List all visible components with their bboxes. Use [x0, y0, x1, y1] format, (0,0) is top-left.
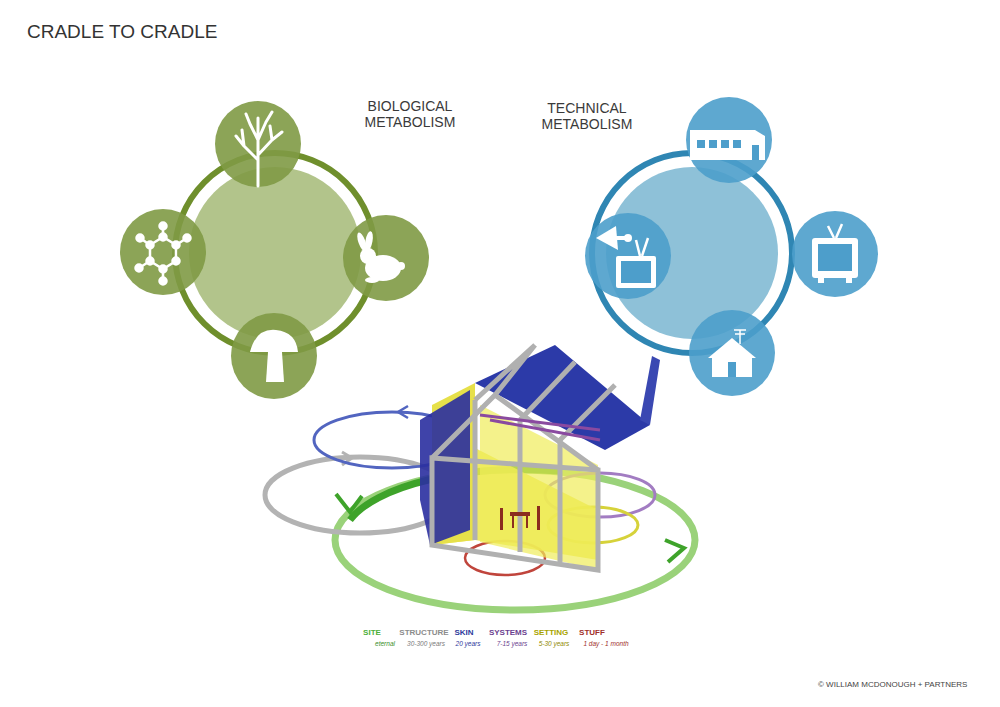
layer-name: SITE [363, 628, 381, 637]
technical-cycle [585, 97, 878, 396]
layer-name: SYSTEMS [489, 628, 527, 637]
building-layers [265, 345, 695, 610]
layer-lifespan: 1 day - 1 month [583, 640, 628, 647]
layer-lifespan: eternal [375, 640, 395, 647]
cycle-label: BIOLOGICAL METABOLISM [350, 98, 470, 130]
biological-cycle [120, 101, 429, 399]
layer-name: STUFF [579, 628, 605, 637]
layer-lifespan: 20 years [456, 640, 481, 647]
layer-name: STRUCTURE [399, 628, 448, 637]
cycle-label: TECHNICAL METABOLISM [532, 100, 642, 132]
layer-name: SKIN [454, 628, 473, 637]
layer-name: SETTING [534, 628, 569, 637]
layer-lifespan: 5-30 years [539, 640, 570, 647]
copyright-note: © WILLIAM MCDONOUGH + PARTNERS [818, 680, 967, 689]
diagram-title: CRADLE TO CRADLE [27, 21, 217, 43]
layer-lifespan: 30-300 years [407, 640, 445, 647]
layer-lifespan: 7-15 years [497, 640, 528, 647]
